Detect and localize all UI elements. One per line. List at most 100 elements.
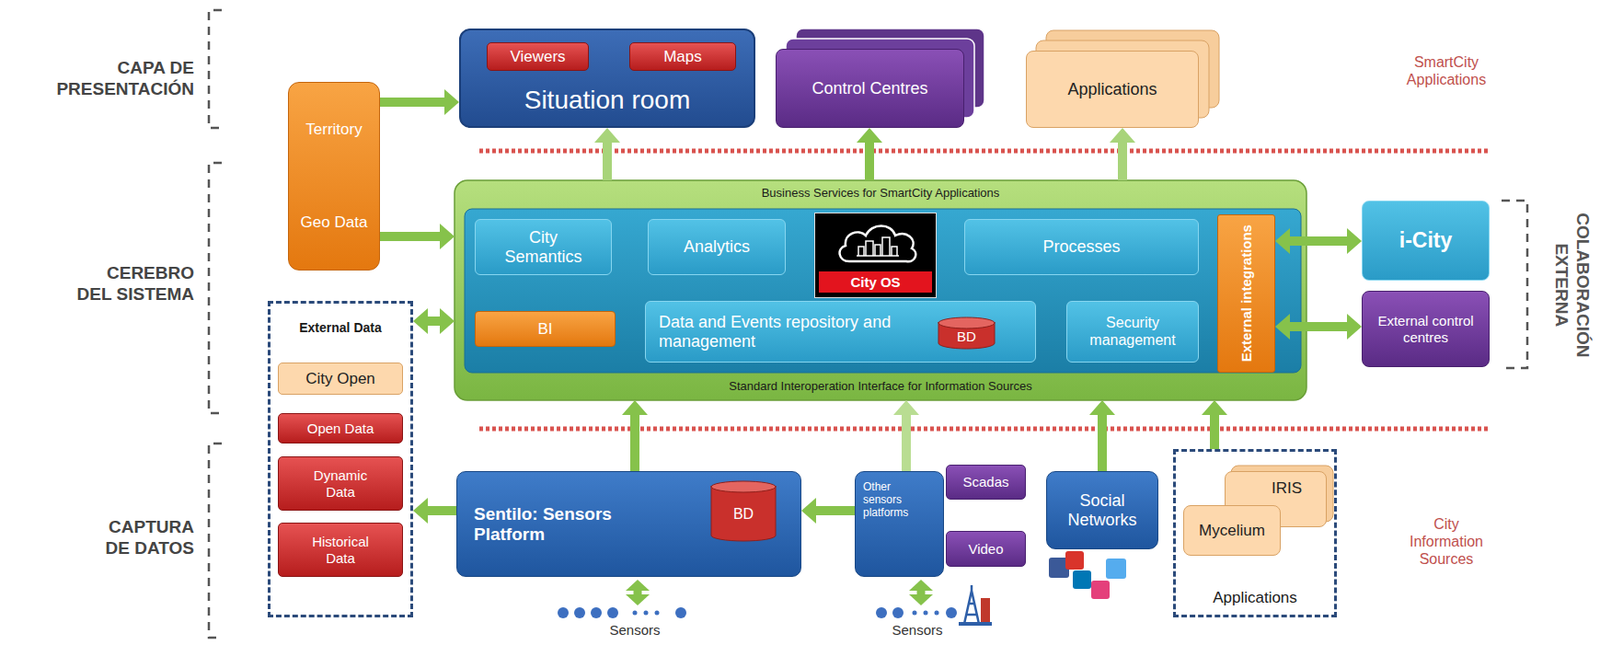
box-text: Viewers: [509, 47, 565, 67]
arrow-head: [439, 223, 455, 250]
arrow-head: [1109, 127, 1136, 143]
layer-bracket: [208, 10, 222, 128]
box-text: Business Services for SmartCity Applicat…: [761, 186, 1001, 201]
flow-arrow: [413, 308, 455, 334]
cloud-outline: [839, 226, 916, 263]
arrow-head: [439, 308, 455, 334]
flow-arrow: [1275, 228, 1362, 254]
sensor-dot: [607, 607, 619, 619]
sensor-dot: [934, 610, 940, 616]
arrow-head: [413, 497, 428, 524]
arrow-head: [625, 579, 650, 591]
repository-box: Data and Events repository and managemen…: [644, 300, 1036, 363]
arrow-shaft: [864, 141, 875, 181]
arrow-shaft: [426, 316, 441, 326]
box-text: Sentilo: Sensors Platform: [473, 504, 677, 545]
sensor-label: Sensors: [602, 621, 668, 639]
arrow-shaft: [1209, 414, 1220, 449]
box-text: Applications: [1212, 588, 1298, 608]
partner-box: External control centres: [1361, 290, 1490, 368]
bi-box: BI: [474, 310, 616, 347]
flow-arrow: [893, 400, 920, 472]
layer-divider: [479, 149, 1490, 154]
arrow-head: [1275, 313, 1290, 340]
section-label: SmartCity Applications: [1391, 53, 1502, 89]
layer-label: CAPA DE PRESENTACIÓN: [28, 57, 195, 101]
box-text: BD: [956, 328, 977, 345]
box-text: Social Networks: [1056, 491, 1149, 530]
box-text: External Data: [299, 320, 381, 335]
module-box: Security management: [1066, 300, 1199, 363]
box-text: Control Centres: [811, 79, 928, 99]
city-os-logo: City OS: [814, 212, 937, 299]
sensor-link-arrow: [625, 579, 650, 606]
arrow-head: [909, 579, 933, 591]
sensor-dot: [912, 610, 918, 616]
box-text: Other sensors platforms: [863, 481, 930, 519]
social-icon: [1091, 580, 1110, 599]
sensor-dot: [923, 610, 929, 616]
box-text: External integrations: [1238, 219, 1255, 368]
box-text: Security management: [1077, 314, 1188, 349]
box-text: Open Data: [307, 420, 375, 437]
cylinder-body: [711, 485, 776, 542]
box-text: Situation room: [524, 85, 691, 116]
section-label: City Information Sources: [1395, 515, 1497, 569]
box-text: Data and Events repository and managemen…: [658, 312, 917, 351]
viewer-tab: Viewers: [486, 42, 589, 71]
geo-data-box: TerritoryGeo Data: [287, 81, 380, 271]
sensor-dot: [945, 607, 957, 619]
pylon-icon: [958, 621, 992, 626]
layer-bracket: [208, 162, 222, 414]
module-box: Processes: [964, 218, 1199, 276]
data-source-box: City Open: [277, 362, 403, 395]
sensor-dot: [655, 610, 660, 616]
box-text: Maps: [663, 47, 703, 67]
situation-room-box: Situation room Viewers Maps: [459, 28, 756, 128]
arrow-head: [1089, 400, 1116, 415]
arrow-shaft: [1289, 236, 1348, 246]
application-box: Applications: [1025, 50, 1199, 128]
pylon-icon: [980, 598, 990, 624]
box-text: Analytics: [683, 237, 750, 257]
arrow-shaft: [1097, 414, 1107, 472]
sensor-dot: [574, 607, 586, 619]
flow-arrow: [594, 127, 621, 181]
arrow-shaft: [426, 506, 457, 516]
arrow-head: [1201, 400, 1228, 415]
sensor-label: Sensors: [885, 621, 950, 639]
box-text: BI: [537, 320, 553, 339]
flow-arrow: [413, 497, 457, 524]
box-text: Dynamic Data: [299, 467, 382, 500]
feed-box: Video: [945, 530, 1026, 567]
sensor-dot: [633, 610, 638, 616]
arrow-head: [909, 594, 933, 606]
data-source-box: Historical Data: [277, 522, 403, 577]
platform-box: Other sensors platforms: [854, 471, 944, 577]
box-text: Processes: [1042, 237, 1120, 257]
city-skyline: [856, 237, 899, 256]
sensor-dot: [644, 610, 649, 616]
partner-box: i-City: [1361, 200, 1490, 281]
box-text: Applications: [1067, 80, 1157, 100]
arrow-shaft: [901, 414, 911, 472]
pylon-icon: [964, 585, 979, 624]
box-text: Historical Data: [299, 533, 382, 566]
box-text: BD: [733, 506, 754, 523]
box-text: City Open: [305, 369, 376, 389]
data-group: External DataCity OpenOpen DataDynamic D…: [267, 300, 414, 618]
database-cylinder: BD: [710, 480, 777, 542]
flow-arrow: [801, 497, 855, 524]
box-text: Geo Data: [300, 213, 369, 232]
layer-label: CEREBRO DEL SISTEMA: [67, 263, 195, 306]
arrow-head: [621, 400, 648, 415]
module-box: City Semantics: [474, 218, 612, 276]
cylinder-top: [938, 317, 995, 329]
database-cylinder: BD: [937, 316, 996, 350]
flow-arrow: [379, 89, 460, 116]
arrow-head: [625, 594, 650, 606]
social-icon: [1072, 570, 1092, 589]
arrow-shaft: [1117, 141, 1128, 181]
sensor-link-arrow: [909, 579, 933, 606]
